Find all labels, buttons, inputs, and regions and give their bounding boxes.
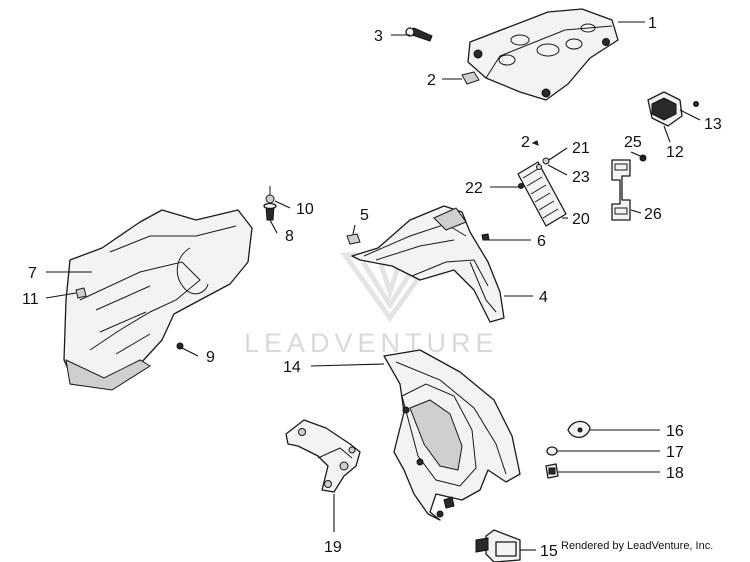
- bracket-26-part: [611, 154, 647, 221]
- callout-14: 14: [283, 359, 301, 376]
- callout-9: 9: [206, 349, 215, 366]
- callout-8: 8: [285, 228, 294, 245]
- callout-1: 1: [648, 15, 657, 32]
- small-parts-16-18-part: [545, 420, 591, 479]
- callout-23: 23: [572, 169, 590, 186]
- inner-fender-7-part: [63, 209, 253, 391]
- clip-2-part: [461, 71, 480, 85]
- callout-3: 3: [374, 28, 383, 45]
- screw-3-part: [405, 27, 433, 42]
- callout-16: 16: [666, 423, 684, 440]
- watermark-text: LEADVENTURE: [244, 328, 499, 358]
- callout-6: 6: [537, 233, 546, 250]
- watermark: LEADVENTURE: [244, 252, 499, 358]
- callout-17: 17: [666, 444, 684, 461]
- top-cover-part: [467, 8, 619, 101]
- callout-22: 22: [465, 180, 483, 197]
- callout-2-grille: 2: [521, 134, 530, 151]
- callout-7: 7: [28, 265, 37, 282]
- callout-13: 13: [704, 116, 722, 133]
- callout-12: 12: [666, 144, 684, 161]
- callout-25: 25: [624, 134, 642, 151]
- callout-4: 4: [539, 289, 548, 306]
- callout-21: 21: [572, 140, 590, 157]
- callout-26: 26: [644, 206, 662, 223]
- callout-labels: 1 2 3 2 21 22 23 20 25 12 13 26 5 6 4 10…: [22, 15, 722, 560]
- callout-19: 19: [324, 539, 342, 556]
- callout-18: 18: [666, 465, 684, 482]
- light-12-part: [647, 91, 699, 127]
- render-credit: Rendered by LeadVenture, Inc.: [561, 540, 714, 552]
- callout-2-top: 2: [427, 72, 436, 89]
- bolt-15-part: [475, 529, 521, 562]
- callout-5: 5: [360, 207, 369, 224]
- leader-lines: [45, 21, 701, 551]
- rear-fender-14-part: [383, 349, 521, 521]
- bracket-19-part: [285, 419, 361, 493]
- callout-10: 10: [296, 201, 314, 218]
- callout-11: 11: [22, 291, 39, 308]
- grille-20-part: [517, 140, 567, 227]
- callout-20: 20: [572, 211, 590, 228]
- front-panel-4-part: [346, 205, 505, 323]
- fastener-8-10-part: [263, 186, 277, 221]
- callout-15: 15: [540, 543, 558, 560]
